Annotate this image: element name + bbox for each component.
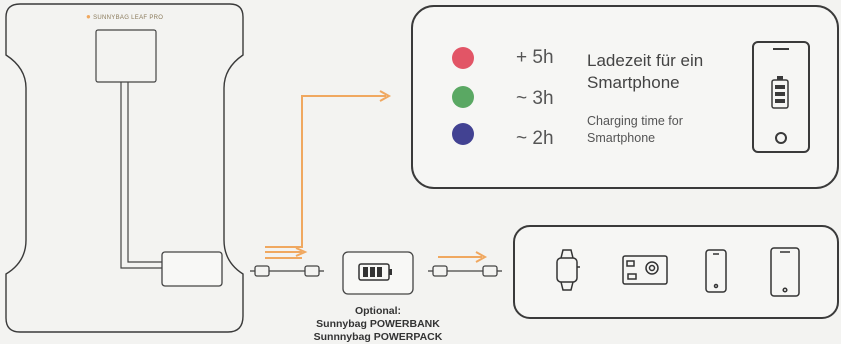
optional-line2: Sunnybag POWERBANK	[316, 318, 440, 330]
usb-cable-2	[428, 265, 502, 277]
powerbank-arrow	[438, 251, 488, 263]
title-en-line2: Smartphone	[587, 131, 656, 145]
time-label-1: + 5h	[516, 47, 554, 68]
usb-cable-1	[250, 265, 324, 277]
charge-dot-2	[452, 86, 474, 108]
title-en: Charging time for Smartphone	[587, 113, 683, 147]
optional-line3: Sunnnybag POWERPACK	[313, 331, 443, 343]
watch-icon	[556, 249, 580, 291]
title-de: Ladezeit für ein Smartphone	[587, 50, 703, 94]
powerbank-battery-icon	[358, 263, 392, 281]
charging-info-box	[411, 5, 839, 189]
phone-icon	[705, 249, 727, 293]
title-de-line1: Ladezeit für ein	[587, 51, 704, 70]
tablet-icon	[770, 247, 800, 297]
title-de-line2: Smartphone	[587, 73, 680, 92]
time-label-2: ~ 3h	[516, 88, 554, 109]
smartphone-charging-icon	[752, 41, 810, 153]
panel-cable	[120, 82, 164, 269]
brand-label-text: SUNNYBAG LEAF PRO	[93, 15, 164, 21]
output-arrows	[265, 90, 392, 259]
optional-line1: Optional:	[354, 305, 402, 317]
devices-box	[513, 225, 839, 319]
charge-dot-3	[452, 123, 474, 145]
junction-box	[161, 251, 223, 287]
solar-panel-outline	[5, 3, 244, 333]
title-en-line1: Charging time for	[587, 114, 683, 128]
time-label-3: ~ 2h	[516, 128, 554, 149]
panel-label-plate	[95, 29, 157, 83]
camera-icon	[622, 255, 668, 285]
optional-label: Optional: Sunnybag POWERBANK Sunnnybag P…	[298, 305, 458, 344]
charge-dot-1	[452, 47, 474, 69]
sun-logo-icon: ●	[86, 12, 92, 21]
brand-label: ● SUNNYBAG LEAF PRO	[86, 12, 163, 21]
